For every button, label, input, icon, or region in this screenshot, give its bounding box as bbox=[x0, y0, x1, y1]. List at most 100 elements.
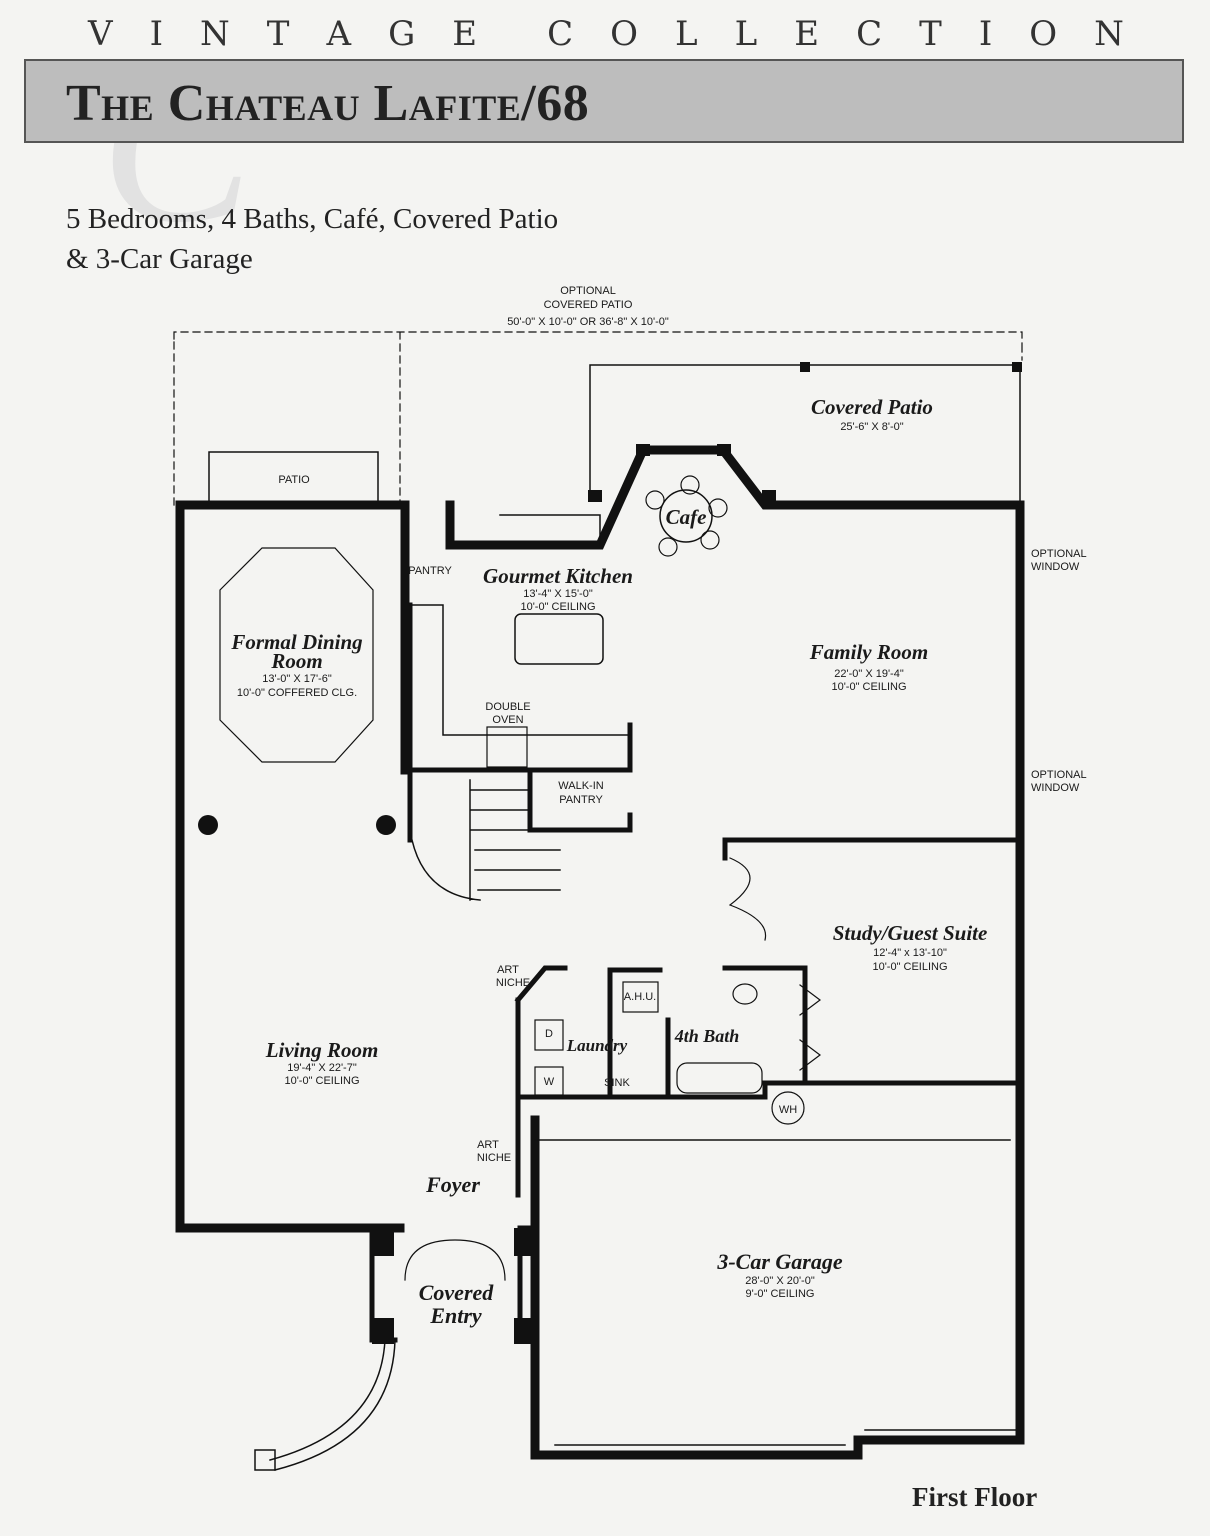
collection-letter: G bbox=[388, 14, 420, 54]
patio-post bbox=[588, 490, 602, 502]
double-oven bbox=[486, 726, 528, 768]
walkin-pantry-label: WALK-IN bbox=[558, 780, 603, 792]
patio-post bbox=[717, 444, 731, 456]
exterior-wall bbox=[175, 445, 1025, 1460]
study-ceiling: 10'-0" CEILING bbox=[872, 961, 947, 973]
covered-patio-label: Covered Patio bbox=[811, 395, 933, 419]
floor-plan: OPTIONAL COVERED PATIO 50'-0" X 10'-0" O… bbox=[173, 285, 1087, 1471]
entry-walkway bbox=[269, 1339, 396, 1471]
covered-entry-label: Entry bbox=[429, 1303, 482, 1328]
collection-letter: O bbox=[610, 14, 643, 54]
pier bbox=[514, 1228, 532, 1256]
family-room-label: Family Room bbox=[809, 640, 928, 664]
optional-patio-label: COVERED PATIO bbox=[544, 299, 633, 311]
optional-patio-outline bbox=[173, 331, 1023, 506]
collection-letter: A bbox=[326, 14, 356, 54]
water-heater-label: WH bbox=[779, 1104, 797, 1116]
entry-door-swing bbox=[404, 1239, 506, 1281]
garage-door-line bbox=[534, 1139, 1016, 1446]
exterior-wall-west bbox=[175, 500, 410, 1233]
page-title: The Chateau Lafite/68 bbox=[66, 75, 590, 132]
collection-letter: T bbox=[266, 14, 294, 54]
optional-patio-dims: 50'-0" X 10'-0" OR 36'-8" X 10'-0" bbox=[507, 316, 669, 328]
summary-line-2: & 3-Car Garage bbox=[66, 243, 253, 275]
pier bbox=[372, 1228, 394, 1256]
kitchen-island bbox=[514, 613, 604, 665]
bath4-label: 4th Bath bbox=[674, 1026, 740, 1046]
covered-entry-label: Covered bbox=[419, 1280, 495, 1305]
optional-window-label: WINDOW bbox=[1031, 782, 1080, 794]
family-room-ceiling: 10'-0" CEILING bbox=[831, 681, 906, 693]
washer bbox=[534, 1066, 564, 1096]
collection-letter: V bbox=[88, 14, 117, 54]
patio-post bbox=[800, 362, 810, 372]
living-room-ceiling: 10'-0" CEILING bbox=[284, 1075, 359, 1087]
walk-post bbox=[254, 1449, 276, 1471]
water-heater bbox=[771, 1091, 805, 1125]
collection-letter: E bbox=[794, 14, 824, 54]
collection-letter: N bbox=[1094, 14, 1128, 54]
interior-wall-laundry bbox=[514, 965, 808, 1198]
art-niche-label: ART bbox=[477, 1139, 499, 1151]
collection-letter: T bbox=[919, 14, 946, 54]
dining-dims: 13'-0" X 17'-6" bbox=[262, 673, 332, 685]
cafe-table bbox=[659, 489, 713, 543]
patio-post bbox=[762, 490, 776, 502]
bathtub bbox=[676, 1062, 763, 1094]
art-niche-label: ART bbox=[497, 964, 519, 976]
collection-heading: V I N T A G E C O L L E C T I O N bbox=[88, 14, 1128, 54]
cafe-label: Cafe bbox=[666, 505, 707, 529]
walkin-pantry-label: PANTRY bbox=[559, 794, 603, 806]
patio-post bbox=[636, 444, 650, 456]
garage-dims: 28'-0" X 20'-0" bbox=[745, 1275, 815, 1287]
family-door-swing bbox=[729, 857, 767, 941]
dining-label: Room bbox=[270, 649, 322, 673]
collection-letter: I bbox=[978, 14, 997, 54]
covered-patio-outline bbox=[589, 364, 1021, 506]
dining-ceiling: 10'-0" COFFERED CLG. bbox=[237, 687, 357, 699]
double-oven-label: DOUBLE bbox=[485, 701, 530, 713]
study-dims: 12'-4" x 13'-10" bbox=[873, 947, 947, 959]
living-room-dims: 19'-4" X 22'-7" bbox=[287, 1062, 357, 1074]
dryer bbox=[534, 1019, 564, 1051]
double-oven-label: OVEN bbox=[492, 714, 523, 726]
living-room-label: Living Room bbox=[265, 1038, 379, 1062]
covered-patio-dims: 25'-6" X 8'-0" bbox=[840, 421, 903, 433]
collection-letter: C bbox=[856, 14, 887, 54]
plan-summary: 5 Bedrooms, 4 Baths, Café, Covered Patio… bbox=[66, 199, 558, 279]
pier bbox=[514, 1318, 532, 1344]
coffered-ceiling bbox=[219, 547, 374, 763]
pantry-label: PANTRY bbox=[408, 565, 452, 577]
laundry-label: Laundry bbox=[566, 1036, 628, 1055]
optional-window-label: OPTIONAL bbox=[1031, 548, 1087, 560]
lavatory bbox=[732, 983, 758, 1005]
garage-label: 3-Car Garage bbox=[716, 1249, 843, 1274]
dryer-label: D bbox=[545, 1028, 553, 1040]
optional-window-label: WINDOW bbox=[1031, 561, 1080, 573]
title-band bbox=[24, 59, 1184, 143]
foyer-label: Foyer bbox=[425, 1172, 480, 1197]
pier bbox=[372, 1318, 394, 1344]
ahu-unit bbox=[622, 981, 659, 1013]
interior-wall bbox=[407, 602, 1023, 1100]
collection-letter: I bbox=[149, 14, 168, 54]
art-niche-label: NICHE bbox=[496, 977, 530, 989]
column-left bbox=[198, 815, 218, 835]
summary-line-1: 5 Bedrooms, 4 Baths, Café, Covered Patio bbox=[66, 203, 559, 235]
closet-doors bbox=[799, 984, 821, 1071]
kitchen-ceiling: 10'-0" CEILING bbox=[520, 601, 595, 613]
washer-label: W bbox=[544, 1076, 555, 1088]
patio-label: PATIO bbox=[278, 474, 310, 486]
dining-label: Formal Dining bbox=[230, 630, 362, 654]
sink-label: SINK bbox=[604, 1077, 630, 1089]
collection-letter: C bbox=[547, 14, 578, 54]
family-room-dims: 22'-0" X 19'-4" bbox=[834, 668, 904, 680]
column-right bbox=[376, 815, 396, 835]
collection-letter: E bbox=[452, 14, 482, 54]
collection-letter: N bbox=[200, 14, 234, 54]
ahu-label: A.H.U. bbox=[624, 991, 656, 1003]
stair-curve bbox=[411, 779, 561, 901]
floor-label: First Floor bbox=[912, 1482, 1038, 1512]
patio-post bbox=[1012, 362, 1022, 372]
garage-ceiling: 9'-0" CEILING bbox=[746, 1288, 815, 1300]
